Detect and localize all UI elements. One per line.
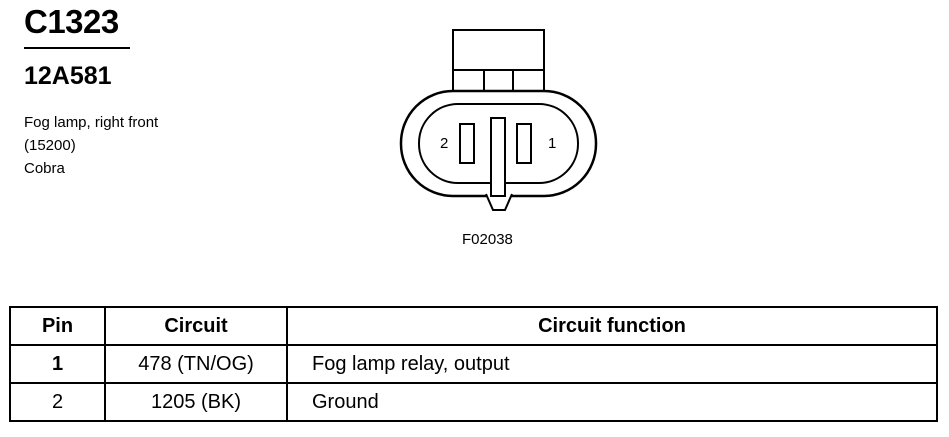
header-circuit: Circuit: [104, 306, 288, 346]
cell-circuit: 478 (TN/OG): [104, 344, 288, 384]
cell-pin: 1: [9, 344, 106, 384]
connector-key-tab: [485, 193, 513, 211]
table-header-row: Pin Circuit Circuit function: [9, 306, 938, 346]
pin-1-terminal: [516, 123, 532, 164]
description-line-1: Fog lamp, right front: [24, 114, 159, 131]
connector-id-underline: [24, 47, 130, 49]
pin-1-label: 1: [548, 135, 556, 152]
cell-circuit-function: Fog lamp relay, output: [286, 344, 938, 384]
pinout-table: Pin Circuit Circuit function 1 478 (TN/O…: [9, 306, 938, 422]
connector-latch: [452, 29, 545, 92]
header-circuit-function: Circuit function: [286, 306, 938, 346]
table-row: 2 1205 (BK) Ground: [9, 382, 938, 422]
pin-2-label: 2: [440, 135, 448, 152]
part-number: 12A581: [24, 62, 112, 90]
description-line-3: Cobra: [24, 160, 65, 177]
figure-code: F02038: [462, 231, 513, 248]
description-line-2: (15200): [24, 137, 76, 154]
cell-circuit-function: Ground: [286, 382, 938, 422]
pin-2-terminal: [459, 123, 475, 164]
center-key: [490, 117, 506, 197]
cell-pin: 2: [9, 382, 106, 422]
cell-circuit: 1205 (BK): [104, 382, 288, 422]
table-row: 1 478 (TN/OG) Fog lamp relay, output: [9, 344, 938, 384]
connector-face-diagram: 2 1: [399, 29, 598, 211]
header-pin: Pin: [9, 306, 106, 346]
connector-id: C1323: [24, 3, 119, 40]
